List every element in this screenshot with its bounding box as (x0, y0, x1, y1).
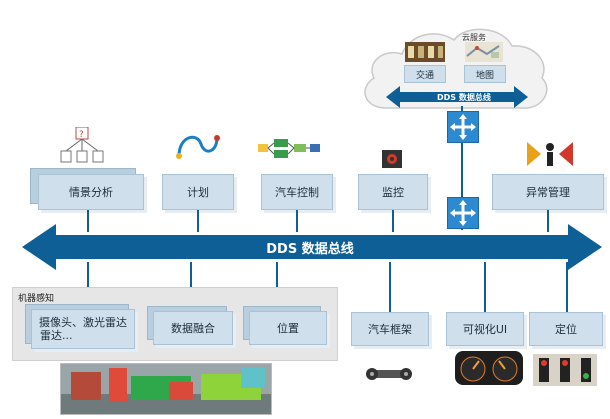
dds-main-bus-label: DDS 数据总线 (266, 242, 354, 257)
svg-text:?: ? (79, 130, 84, 140)
connector (389, 262, 391, 314)
cloud-bus-label: DDS 数据总线 (437, 93, 491, 102)
cloud-map-box[interactable]: 地图 (464, 65, 506, 83)
connector (547, 210, 549, 232)
cloud-title: 云服务 (462, 33, 486, 42)
connector (566, 262, 568, 314)
connector (484, 262, 486, 314)
traffic-icon (405, 42, 445, 62)
connector (197, 210, 199, 232)
connector (190, 262, 192, 310)
position-box[interactable]: 位置 (249, 311, 327, 345)
planning-path-icon (176, 135, 220, 159)
traffic-light-icon (533, 354, 597, 386)
scene-analysis-box[interactable]: 情景分析 (38, 174, 144, 210)
dashboard-gauge-icon (455, 351, 523, 385)
connector (87, 262, 89, 310)
data-fusion-box[interactable]: 数据融合 (153, 311, 233, 345)
gear-monitor-icon (382, 150, 402, 168)
camera-lidar-box[interactable]: 摄像头、激光雷达 雷达... (31, 309, 135, 349)
planning-box[interactable]: 计划 (162, 174, 234, 210)
connector (87, 210, 89, 232)
machine-perception-title: 机器感知 (18, 294, 55, 304)
radar-label: 雷达... (40, 329, 73, 342)
cloud-link-line (461, 106, 463, 230)
map-icon (465, 42, 503, 62)
dds-main-bus-arrow (22, 224, 602, 270)
connector (276, 262, 278, 310)
anomaly-management-box[interactable]: 异常管理 (492, 174, 604, 210)
vehicle-control-box[interactable]: 汽车控制 (261, 174, 333, 210)
car-chassis-icon (366, 368, 412, 380)
control-flow-icon (258, 139, 320, 158)
router-icon-2[interactable] (447, 197, 479, 229)
chassis-box[interactable]: 汽车框架 (351, 312, 429, 346)
perception-scene-image (60, 363, 272, 415)
warning-person-icon (527, 142, 573, 166)
camera-lidar-label: 摄像头、激光雷达 (39, 316, 127, 329)
connector (392, 210, 394, 232)
visualization-ui-box[interactable]: 可视化UI (446, 312, 524, 346)
monitoring-box[interactable]: 监控 (358, 174, 428, 210)
localization-box[interactable]: 定位 (529, 312, 603, 346)
cloud-traffic-box[interactable]: 交通 (404, 65, 446, 83)
router-icon[interactable] (447, 111, 479, 143)
decision-tree-icon: ? (60, 127, 104, 163)
connector (296, 210, 298, 232)
cloud-bus-arrow (386, 86, 528, 108)
